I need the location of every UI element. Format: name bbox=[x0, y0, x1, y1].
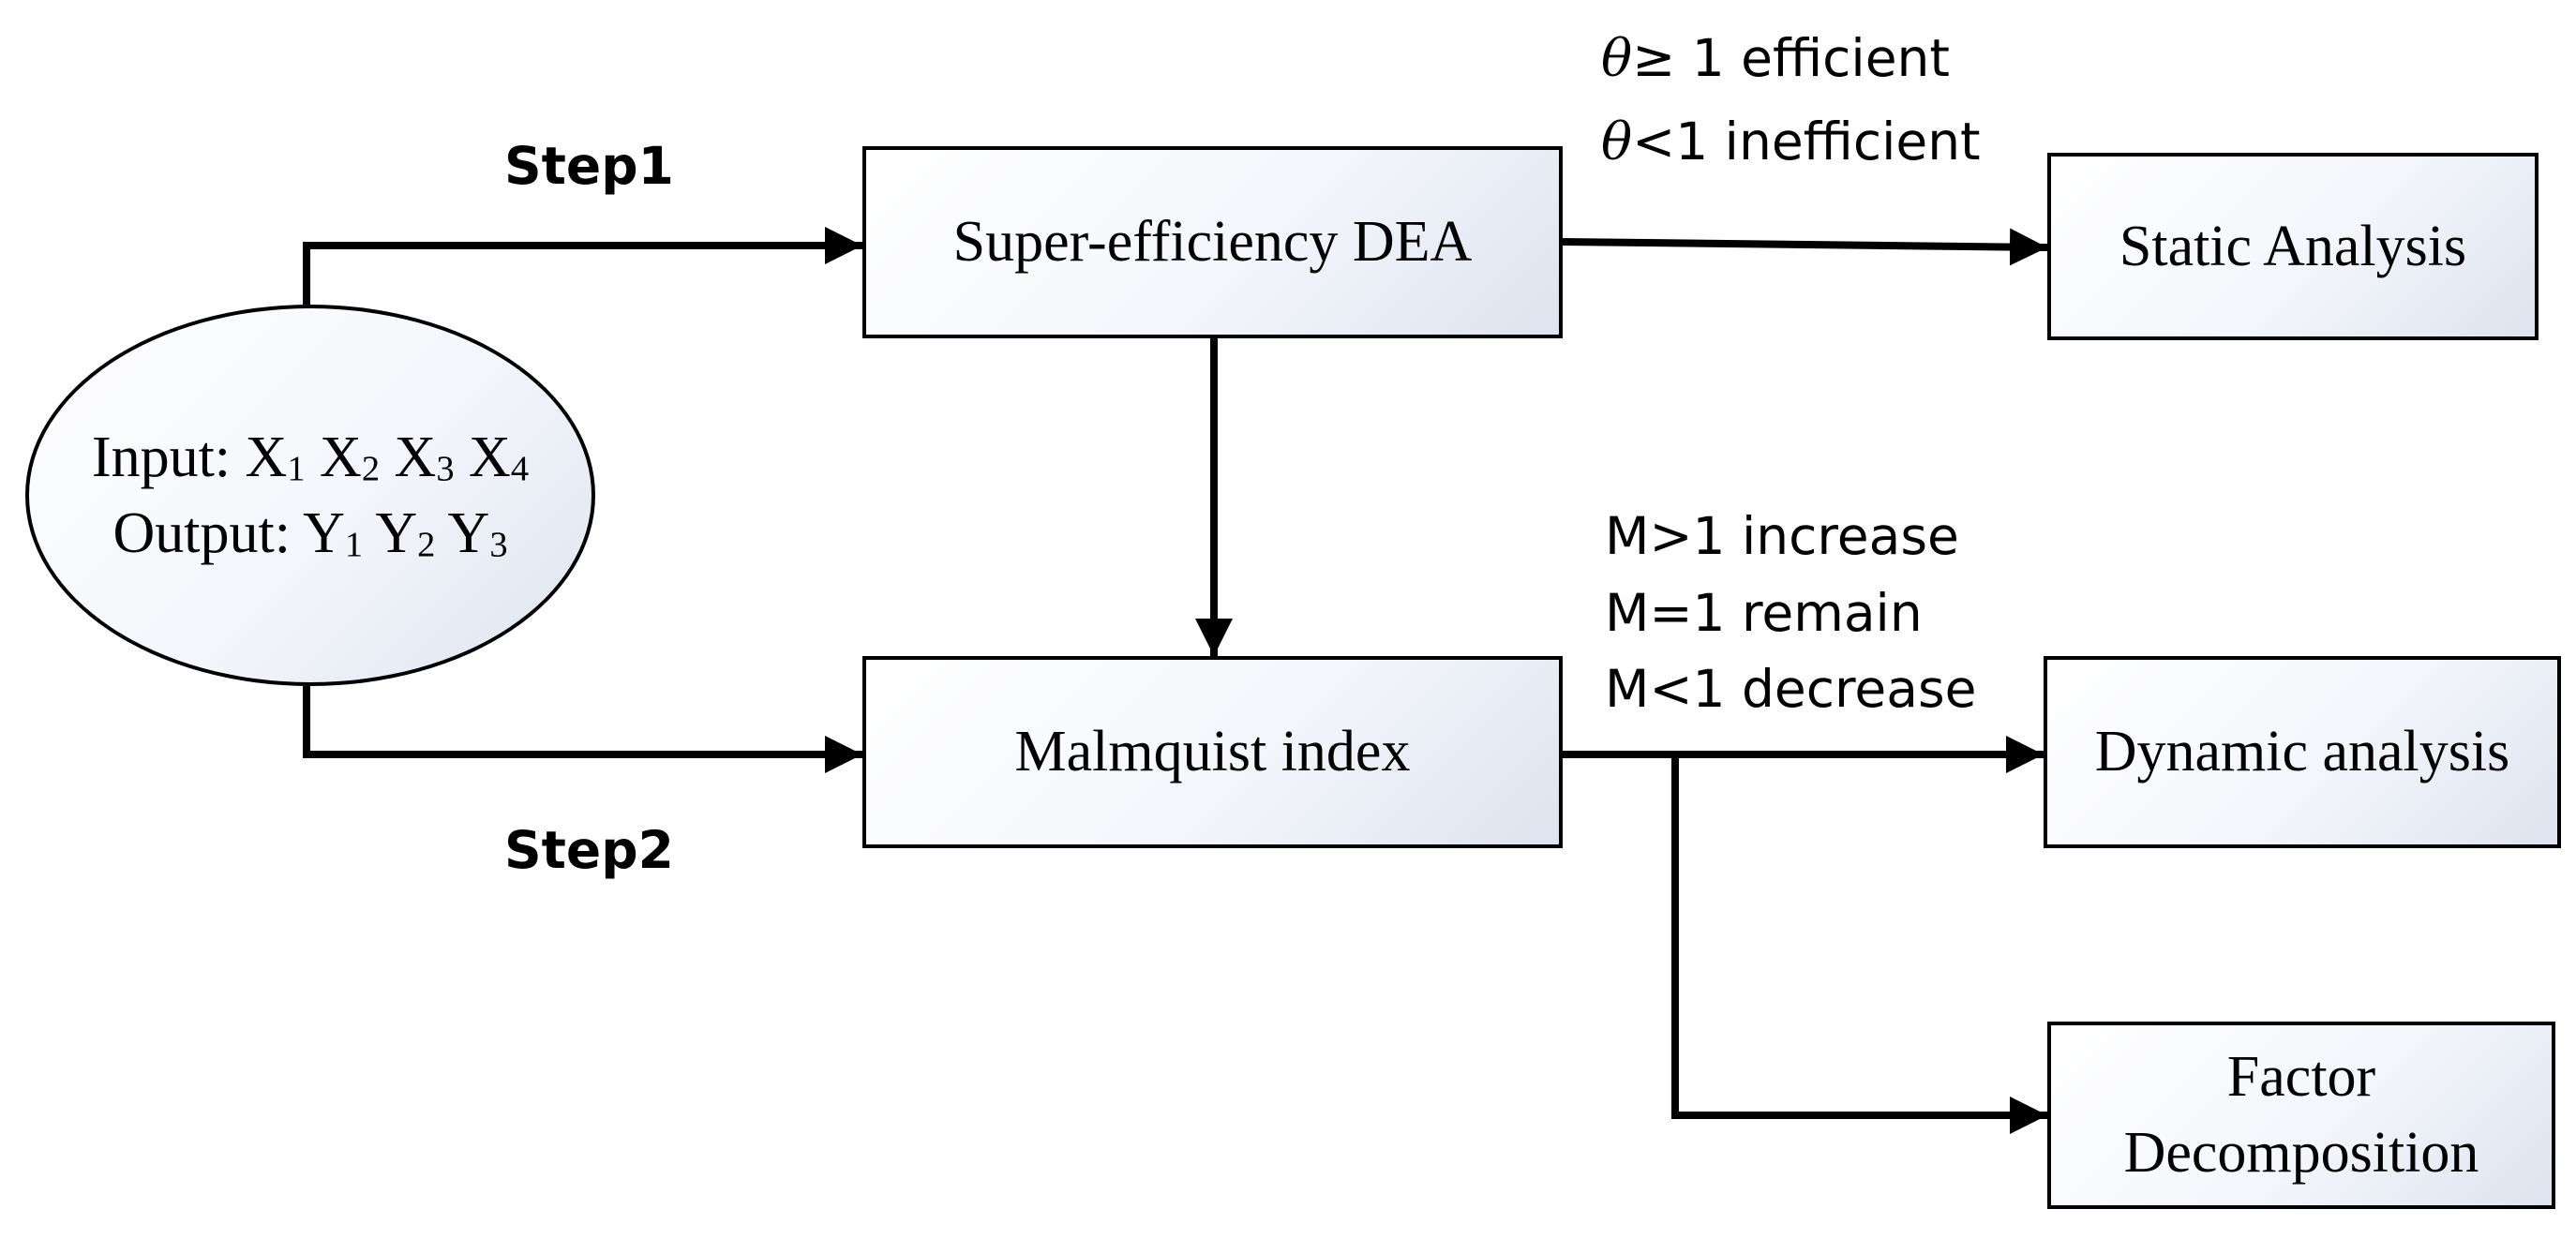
step1-label: Step1 bbox=[504, 136, 674, 196]
output-variable-y3: Y3 bbox=[447, 500, 508, 565]
m-rule-decrease: M<1 decrease bbox=[1605, 659, 1977, 719]
theta-rule-efficient: θ≥ 1 efficient bbox=[1601, 28, 1950, 88]
input-variable-x4: X4 bbox=[469, 425, 530, 489]
arrow-input-to-malmquist bbox=[303, 686, 862, 773]
theta-symbol: θ bbox=[1601, 28, 1633, 88]
theta-symbol: θ bbox=[1601, 112, 1633, 172]
malmquist-index-label: Malmquist index bbox=[1014, 720, 1411, 784]
input-label: Input: bbox=[91, 425, 232, 489]
input-variable-x1: X1 bbox=[245, 425, 306, 489]
input-variable-x2: X2 bbox=[320, 425, 381, 489]
output-label: Output: bbox=[112, 500, 291, 565]
arrow-malmquist-to-factor bbox=[1671, 754, 2047, 1134]
super-efficiency-dea-box: Super-efficiency DEA bbox=[862, 146, 1563, 338]
static-analysis-label: Static Analysis bbox=[2119, 214, 2467, 278]
input-line: Input: X1 X2 X3 X4 bbox=[92, 420, 529, 496]
output-line: Output: Y1 Y2 Y3 bbox=[112, 496, 507, 572]
dynamic-analysis-box: Dynamic analysis bbox=[2044, 656, 2561, 848]
arrow-input-to-dea bbox=[303, 227, 862, 305]
arrow-dea-to-static bbox=[1562, 228, 2048, 266]
factor-decomposition-label-line2: Decomposition bbox=[2123, 1121, 2479, 1185]
output-variable-y1: Y1 bbox=[303, 500, 364, 565]
static-analysis-box: Static Analysis bbox=[2047, 153, 2539, 340]
super-efficiency-dea-label: Super-efficiency DEA bbox=[952, 210, 1473, 275]
output-variable-y2: Y2 bbox=[375, 500, 436, 565]
malmquist-index-box: Malmquist index bbox=[862, 656, 1563, 848]
dynamic-analysis-label: Dynamic analysis bbox=[2094, 720, 2510, 784]
theta-rule-inefficient: θ<1 inefficient bbox=[1601, 112, 1981, 172]
m-rule-increase: M>1 increase bbox=[1605, 506, 1959, 566]
input-output-ellipse: Input: X1 X2 X3 X4 Output: Y1 Y2 Y3 bbox=[25, 305, 595, 686]
m-rule-remain: M=1 remain bbox=[1605, 583, 1923, 643]
factor-decomposition-box: Factor Decomposition bbox=[2047, 1022, 2555, 1209]
step2-label: Step2 bbox=[504, 820, 674, 880]
factor-decomposition-label-line1: Factor bbox=[2226, 1045, 2376, 1110]
input-variable-x3: X3 bbox=[394, 425, 455, 489]
